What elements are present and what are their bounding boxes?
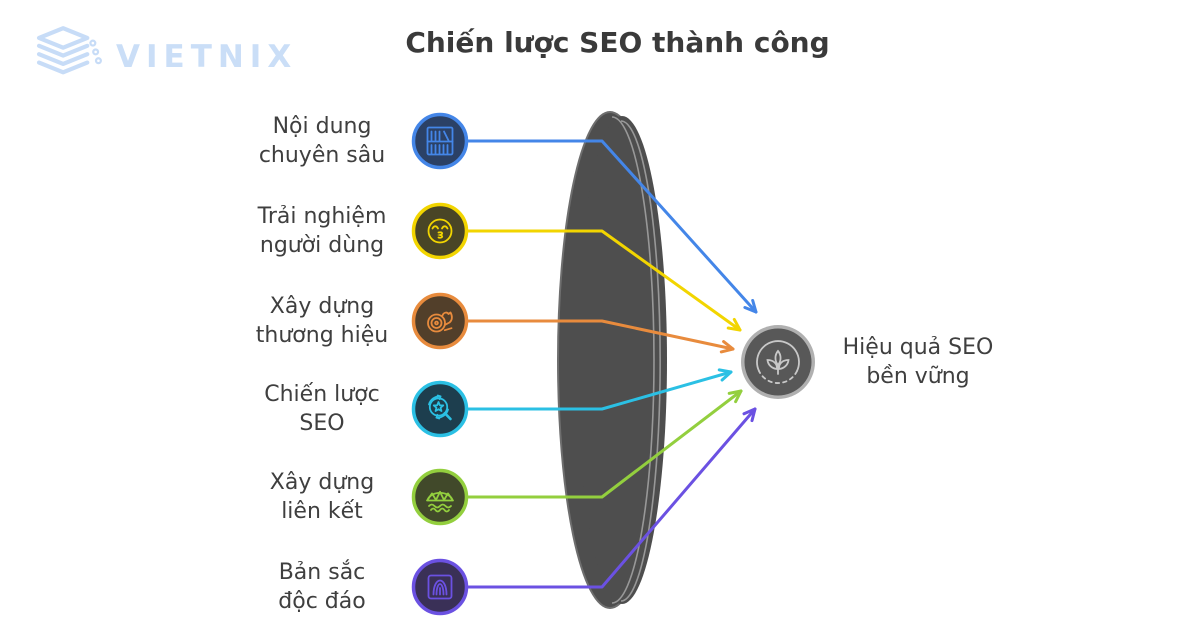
label-xay-dung-thuong-hieu: Xây dựng thương hiệu (190, 292, 454, 350)
arrow-noi-dung (464, 139, 758, 314)
label-line: Xây dựng (269, 294, 375, 319)
label-line: thương hiệu (255, 323, 389, 348)
page-title: Chiến lược SEO thành công (405, 26, 830, 59)
vietnix-logo: VIETNIX (26, 24, 297, 90)
sprout-icon (741, 325, 815, 399)
bridge-icon (411, 468, 469, 526)
arrow-ban-sac (464, 407, 757, 589)
label-line: người dùng (259, 233, 385, 258)
arrow-chien-luoc-seo (464, 368, 733, 411)
arrow-thuong-hieu (464, 319, 735, 354)
label-line: Trải nghiệm (257, 204, 387, 229)
label-hieu-qua-seo: Hiệu quả SEO bền vững (820, 333, 1016, 391)
seo-magnifier-icon (411, 380, 469, 438)
label-line: Bản sắc (278, 560, 366, 585)
label-line: SEO (299, 411, 345, 436)
lens-highlight (611, 116, 655, 604)
lens-highlight (620, 120, 661, 602)
stamp-icon (411, 292, 469, 350)
kissing-face-icon (411, 202, 469, 260)
label-line: Xây dựng (269, 470, 375, 495)
label-chien-luoc-seo: Chiến lược SEO (190, 380, 454, 438)
label-line: bền vững (866, 364, 970, 389)
label-line: độc đáo (278, 589, 366, 614)
label-line: Chiến lược (264, 382, 380, 407)
label-trai-nghiem-nguoi-dung: Trải nghiệm người dùng (190, 202, 454, 260)
bookshelf-icon (411, 112, 469, 170)
label-line: liên kết (281, 499, 363, 524)
fingerprint-icon (411, 558, 469, 616)
label-noi-dung-chuyen-sau: Nội dung chuyên sâu (190, 112, 454, 170)
arrow-trai-nghiem (464, 229, 742, 332)
label-line: chuyên sâu (258, 143, 386, 168)
label-line: Nội dung (272, 114, 372, 139)
label-line: Hiệu quả SEO (842, 335, 994, 360)
arrow-lien-ket (464, 389, 743, 499)
vietnix-logo-text: VIETNIX (116, 39, 298, 75)
lens-shape (557, 111, 667, 609)
label-ban-sac-doc-dao: Bản sắc độc đáo (190, 558, 454, 616)
label-xay-dung-lien-ket: Xây dựng liên kết (190, 468, 454, 526)
server-stack-icon (36, 26, 102, 75)
